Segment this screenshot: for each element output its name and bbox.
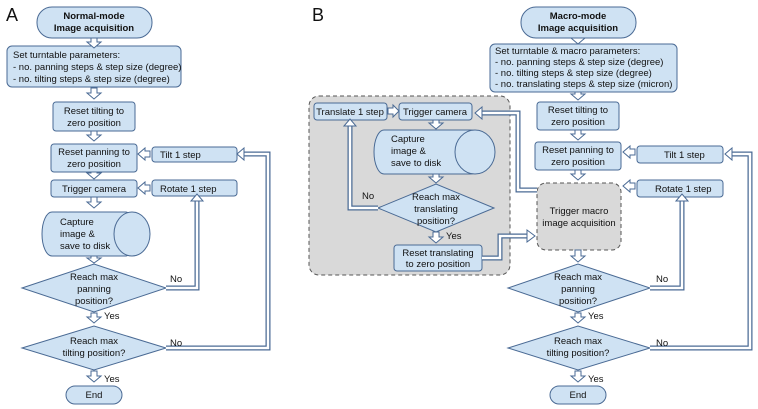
svg-text:Set turntable & macro paramete: Set turntable & macro parameters: xyxy=(495,46,640,57)
svg-text:Set turntable parameters:: Set turntable parameters: xyxy=(13,50,120,61)
svg-text:to zero position: to zero position xyxy=(406,259,470,270)
svg-text:zero position: zero position xyxy=(67,118,121,129)
svg-text:End: End xyxy=(86,390,103,401)
panel-b-loop-lines xyxy=(347,110,753,351)
svg-text:Image acquisition: Image acquisition xyxy=(538,23,618,34)
svg-text:- no. tilting steps & step siz: - no. tilting steps & step size (degree) xyxy=(13,74,170,85)
svg-text:panning: panning xyxy=(77,284,111,295)
svg-text:Trigger camera: Trigger camera xyxy=(62,184,127,195)
svg-text:Reach max: Reach max xyxy=(554,336,602,347)
svg-text:Image acquisition: Image acquisition xyxy=(54,23,134,34)
panel-b-no-label-3: No xyxy=(362,191,374,202)
svg-text:panning: panning xyxy=(561,284,595,295)
svg-text:Trigger camera: Trigger camera xyxy=(403,107,468,118)
panel-a-reset-tilting: Reset tilting to zero position xyxy=(52,101,136,132)
svg-text:image &: image & xyxy=(391,146,427,157)
panel-b-reset-panning: Reset panning to zero position xyxy=(534,141,622,171)
panel-a-down-arrows xyxy=(85,37,103,383)
panel-a-reset-panning: Reset panning to zero position xyxy=(50,143,138,173)
svg-text:Reset panning to: Reset panning to xyxy=(542,145,614,156)
svg-text:- no. tilting steps & step siz: - no. tilting steps & step size (degree) xyxy=(495,68,652,79)
panel-b-no-label-2: No xyxy=(656,338,668,349)
panel-a-loop-arrowheads xyxy=(189,146,245,202)
panel-b-tilt-step: Tilt 1 step xyxy=(636,145,724,164)
panel-a-trigger-camera: Trigger camera xyxy=(50,179,138,198)
panel-b-loop-arrowheads xyxy=(342,105,733,243)
panel-a-loop-lines xyxy=(166,151,271,351)
svg-text:Macro-mode: Macro-mode xyxy=(550,11,606,22)
svg-text:position?: position? xyxy=(75,296,113,307)
svg-text:Capture: Capture xyxy=(391,134,425,145)
svg-text:Reach max: Reach max xyxy=(554,272,602,283)
svg-text:image acquisition: image acquisition xyxy=(542,218,615,229)
svg-text:Reach max: Reach max xyxy=(70,336,118,347)
panel-b-yes-label: Yes xyxy=(588,311,604,322)
panel-b-panning-decision: Reach max panning position? xyxy=(506,263,652,313)
panel-b-letter: B xyxy=(312,5,324,25)
svg-text:- no. panning steps & step siz: - no. panning steps & step size (degree) xyxy=(13,62,181,73)
panel-a-letter: A xyxy=(6,5,18,25)
panel-a-tilt-step: Tilt 1 step xyxy=(151,146,238,163)
svg-text:Translate 1 step: Translate 1 step xyxy=(316,107,384,118)
svg-text:Tilt 1 step: Tilt 1 step xyxy=(664,150,705,161)
panel-a-header: Normal-mode Image acquisition xyxy=(36,6,153,39)
svg-text:- no. panning steps & step siz: - no. panning steps & step size (degree) xyxy=(495,57,663,68)
svg-text:Reach max: Reach max xyxy=(412,192,460,203)
panel-a-rotate-step: Rotate 1 step xyxy=(151,179,238,197)
panel-b-yes-label-2: Yes xyxy=(588,374,604,385)
svg-text:zero position: zero position xyxy=(67,159,121,170)
panel-a-tilting-decision: Reach max tilting position? xyxy=(20,325,168,371)
svg-text:position?: position? xyxy=(417,216,455,227)
svg-text:position?: position? xyxy=(559,296,597,307)
svg-text:- no. translating steps & step: - no. translating steps & step size (mic… xyxy=(495,79,672,90)
svg-text:End: End xyxy=(570,390,587,401)
svg-text:Reset tilting to: Reset tilting to xyxy=(548,105,608,116)
panel-b-end: End xyxy=(549,385,607,405)
svg-text:image &: image & xyxy=(60,229,96,240)
svg-text:Tilt 1 step: Tilt 1 step xyxy=(160,150,201,161)
panel-a-panning-decision: Reach max panning position? xyxy=(20,263,168,313)
panel-b-set-parameters: Set turntable & macro parameters: - no. … xyxy=(489,43,678,93)
panel-a-side-arrows xyxy=(137,146,151,196)
panel-b-translate-step: Translate 1 step xyxy=(313,102,388,121)
svg-text:Rotate 1 step: Rotate 1 step xyxy=(655,184,712,195)
panel-a-set-parameters: Set turntable parameters: - no. panning … xyxy=(6,45,182,88)
svg-text:tilting position?: tilting position? xyxy=(547,348,610,359)
svg-text:zero position: zero position xyxy=(551,157,605,168)
panel-a-no-label: No xyxy=(170,274,182,285)
svg-text:zero position: zero position xyxy=(551,117,605,128)
svg-text:translating: translating xyxy=(414,204,458,215)
panel-a-yes-label: Yes xyxy=(104,311,120,322)
svg-text:Reset panning to: Reset panning to xyxy=(58,147,130,158)
panel-b-rotate-step: Rotate 1 step xyxy=(636,179,724,198)
panel-b-reset-tilting: Reset tilting to zero position xyxy=(536,101,620,131)
svg-text:Trigger macro: Trigger macro xyxy=(550,206,609,217)
panel-b-down-arrows xyxy=(427,37,587,383)
svg-text:save to disk: save to disk xyxy=(391,158,441,169)
panel-b-reset-translating: Reset translating to zero position xyxy=(393,244,483,272)
panel-b-side-arrows xyxy=(387,103,636,194)
svg-text:Reach max: Reach max xyxy=(70,272,118,283)
panel-a-no-label-2: No xyxy=(170,338,182,349)
panel-b-yes-label-3: Yes xyxy=(446,231,462,242)
svg-text:Rotate 1 step: Rotate 1 step xyxy=(160,184,217,195)
svg-text:Reset tilting to: Reset tilting to xyxy=(64,106,124,117)
svg-text:Normal-mode: Normal-mode xyxy=(63,11,124,22)
panel-b-no-label: No xyxy=(656,274,668,285)
panel-b-trigger-macro: Trigger macro image acquisition xyxy=(536,182,622,251)
panel-b-trigger-camera: Trigger camera xyxy=(398,102,473,121)
panel-b-header: Macro-mode Image acquisition xyxy=(520,6,637,39)
panel-a-end: End xyxy=(65,385,123,405)
panel-a-capture-storage: Capture image & save to disk xyxy=(41,211,151,257)
panel-a-yes-label-2: Yes xyxy=(104,374,120,385)
svg-text:Reset translating: Reset translating xyxy=(402,248,473,259)
svg-text:Capture: Capture xyxy=(60,217,94,228)
svg-text:tilting position?: tilting position? xyxy=(63,348,126,359)
svg-text:save to disk: save to disk xyxy=(60,241,110,252)
panel-b-tilting-decision: Reach max tilting position? xyxy=(506,325,652,371)
panel-b-translating-decision: Reach max translating position? xyxy=(376,183,496,233)
panel-b-capture-storage: Capture image & save to disk xyxy=(373,129,496,175)
